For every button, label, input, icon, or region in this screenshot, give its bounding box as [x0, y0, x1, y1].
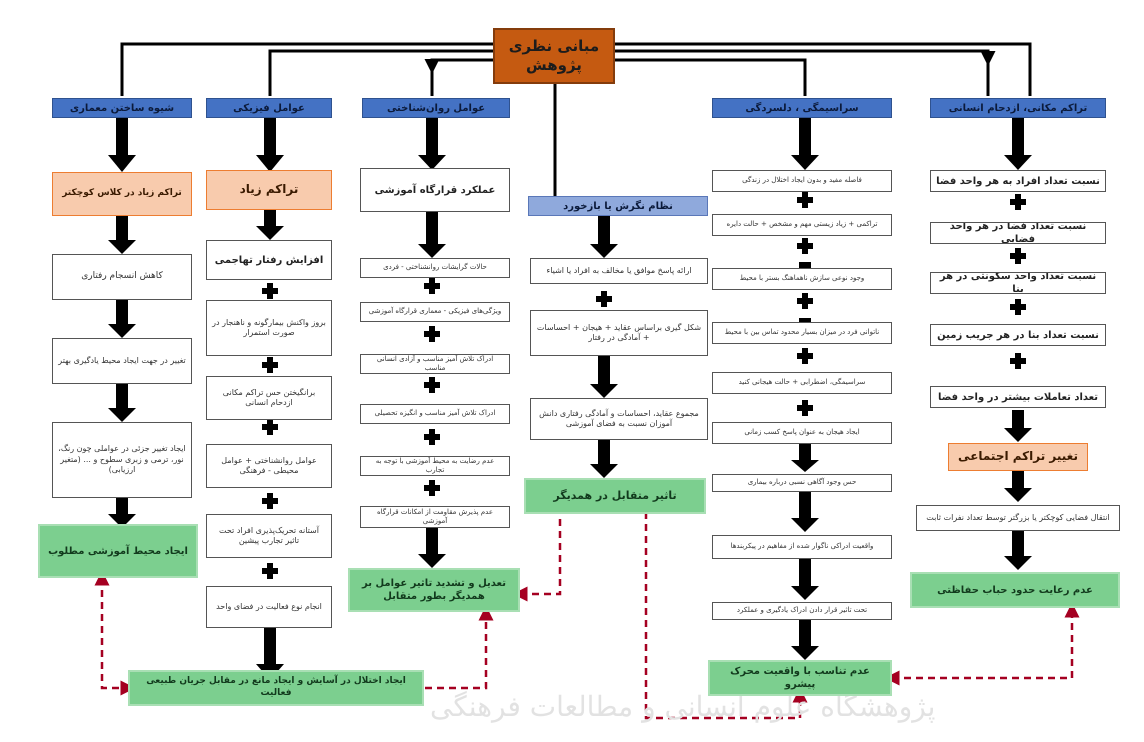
c2-item: ایجاد هیجان به عنوان پاسخ کسب زمانی [712, 422, 892, 444]
c4-item: ویژگی‌های فیزیکی - معماری قرارگاه آموزشی [360, 302, 510, 322]
c2-item: وجود نوعی سازش ناهماهنگ بستر با محیط [712, 268, 892, 290]
c3-item: شکل گیری براساس عقاید + هیجان + احساسات … [530, 310, 708, 356]
bottom-outcome: ایجاد اختلال در آسایش و ایجاد مانع در مق… [128, 670, 424, 706]
c5-item: بروز واکنش بیمارگونه و ناهنجار در صورت ا… [206, 300, 332, 356]
c4-item: عدم پذیرش مقاومت از امکانات قرارگاه آموز… [360, 506, 510, 528]
c4-item: عدم رضایت به محیط آموزشی با توجه به تجار… [360, 456, 510, 476]
c4-item: ادراک تلاش آمیز مناسب و انگیزه تحصیلی [360, 404, 510, 424]
header-architecture: شیوه ساختن معماری [52, 98, 192, 118]
root-title: مبانی نظری پژوهش [493, 28, 615, 84]
c6-item: کاهش انسجام رفتاری [52, 254, 192, 300]
c2-item: فاصله مفید و بدون ایجاد اختلال در زندگی [712, 170, 892, 192]
c2-item: سراسیمگی، اضطرابی + حالت هیجانی کنید [712, 372, 892, 394]
c2-item: واقعیت ادراکی ناگوار شده از مفاهیم در پی… [712, 535, 892, 559]
c5-item: عوامل روانشناختی + عوامل محیطی - فرهنگی [206, 444, 332, 488]
c3-item: مجموع عقاید، احساسات و آمادگی رفتاری دان… [530, 398, 708, 440]
c5-item: افزایش رفتار تهاجمی [206, 240, 332, 280]
c6-outcome: ایجاد محیط آموزشی مطلوب [38, 524, 198, 578]
c2-item: حس وجود آگاهی نسبی درباره بیماری [712, 474, 892, 492]
header-spatial-density: تراکم مکانی، ازدحام انسانی [930, 98, 1106, 118]
plus-signs [262, 192, 1026, 579]
c5-item: آستانه تحریک‌پذیری افراد تحت تاثیر تجارب… [206, 514, 332, 558]
c2-item: تحت تاثیر قرار دادن ادراک یادگیری و عملک… [712, 602, 892, 620]
c1-item: نسبت تعداد فضا در هر واحد فضایی [930, 222, 1106, 244]
c4-outcome: تعدیل و تشدید تاثیر عوامل بر همدیگر بطور… [348, 568, 520, 612]
header-physical-factors: عوامل فیزیکی [206, 98, 332, 118]
c1-step: انتقال فضایی کوچکتر یا بزرگتر توسط تعداد… [916, 505, 1120, 531]
c1-item: نسبت تعداد بنا در هر جریب زمین [930, 324, 1106, 346]
header-attitude-system: نظام نگرش یا بازخورد [528, 196, 708, 216]
c1-item: نسبت تعداد واحد سکونتی در هر بنا [930, 272, 1106, 294]
connector-heads [424, 51, 996, 74]
c1-item: نسبت تعداد افراد به هر واحد فضا [930, 170, 1106, 192]
c1-outcome: عدم رعایت حدود حباب حفاظتی [910, 572, 1120, 608]
c2-item: ناتوانی فرد در میزان بسیار محدود تماس بی… [712, 322, 892, 344]
c4-highlight: عملکرد قرارگاه آموزشی [360, 168, 510, 212]
c6-item: تغییر در جهت ایجاد محیط یادگیری بهتر [52, 338, 192, 384]
c5-item: برانگیختن حس تراکم مکانی ازدحام انسانی [206, 376, 332, 420]
c2-outcome: عدم تناسب با واقعیت محرک پیشرو [708, 660, 892, 696]
header-panic: سراسیمگی ، دلسردگی [712, 98, 892, 118]
c2-item: تراکمی + زیاد زیستی مهم و مشخص + حالت دا… [712, 214, 892, 236]
c5-item: انجام نوع فعالیت در فضای واحد [206, 586, 332, 628]
c1-highlight-social-density: تغییر تراکم اجتماعی [948, 443, 1088, 471]
c4-item: حالات گرایشات روانشناختی - فردی [360, 258, 510, 278]
c3-item: ارائه پاسخ موافق یا مخالف به افراد یا اش… [530, 258, 708, 284]
c1-item: تعداد تعاملات بیشتر در واحد فضا [930, 386, 1106, 408]
c6-highlight: تراکم زیاد در کلاس کوچکتر [52, 172, 192, 216]
c4-item: ادراک تلاش آمیز مناسب و آزادی انسانی منا… [360, 354, 510, 374]
header-psychological-factors: عوامل روان‌شناختی [362, 98, 510, 118]
feedback-arrows [94, 492, 1080, 720]
c3-outcome: تاثیر متقابل در همدیگر [524, 478, 706, 514]
c6-item: ایجاد تغییر جزئی در عواملی چون رنگ، نور،… [52, 422, 192, 498]
c5-highlight-high-density: تراکم زیاد [206, 170, 332, 210]
flow-arrows [108, 118, 1032, 680]
